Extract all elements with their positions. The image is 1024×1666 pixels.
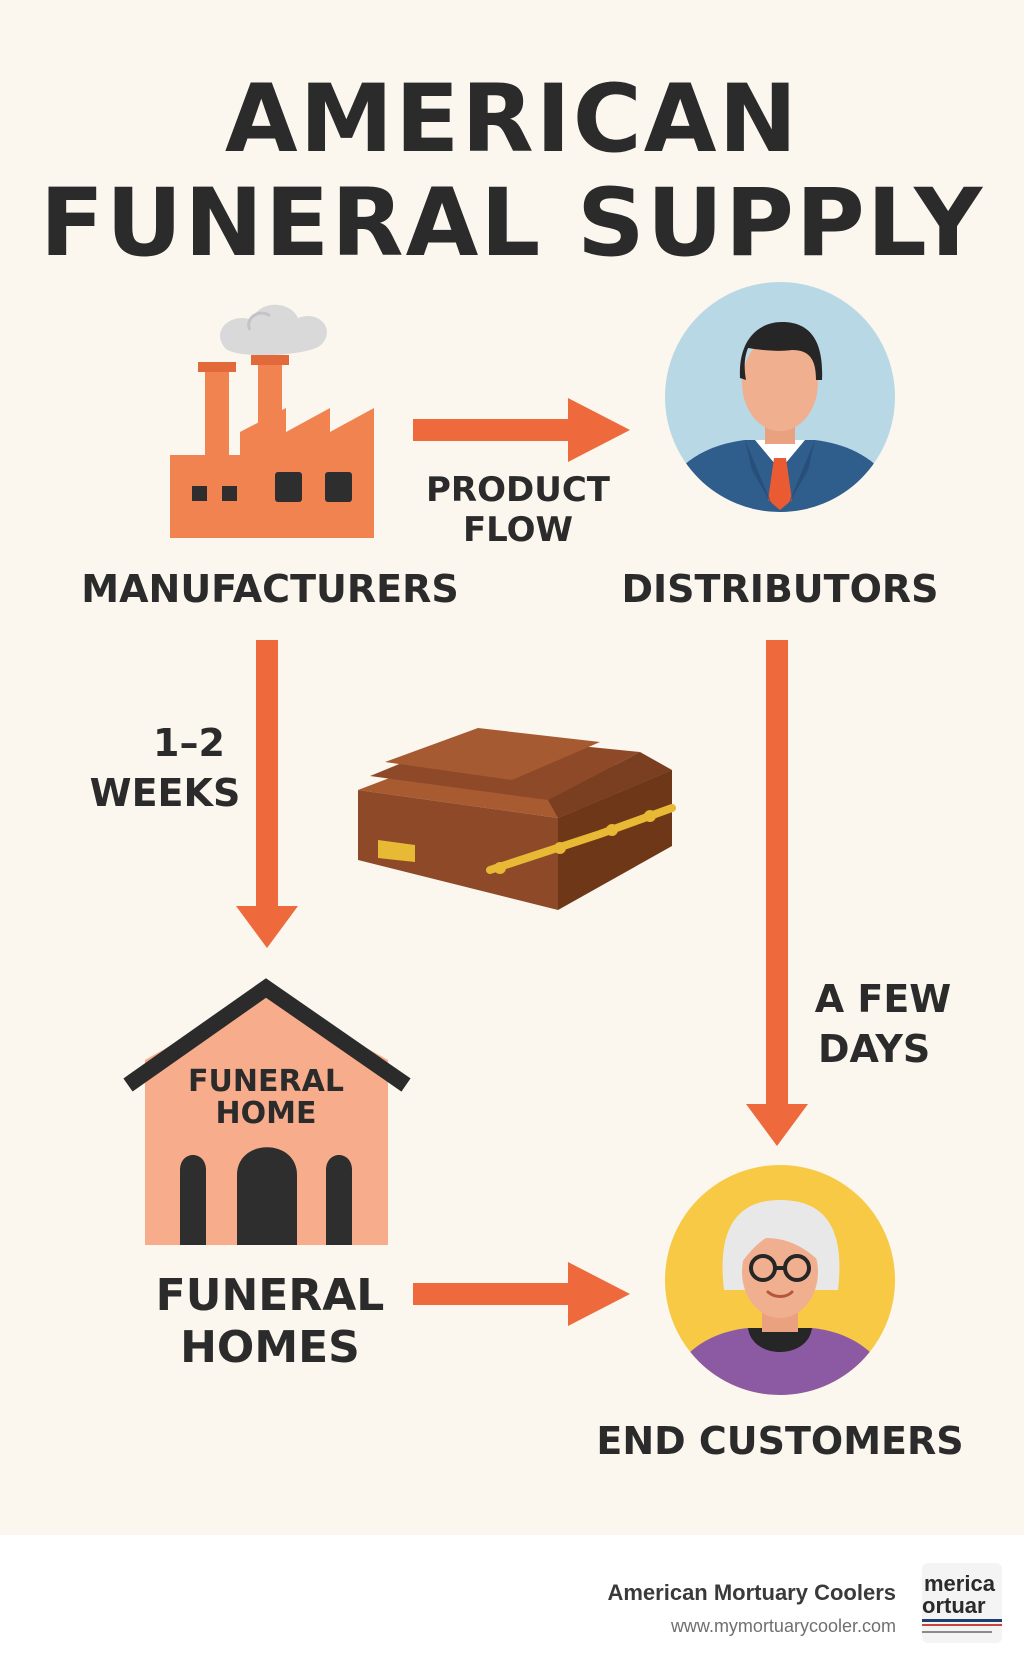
node-label-funeral-homes-line-1: FUNERAL — [155, 1270, 385, 1321]
node-label-funeral-homes: FUNERAL HOMES — [130, 1270, 410, 1374]
edge-label-weeks-line-1: 1–2 — [153, 721, 225, 765]
node-label-funeral-homes-line-2: HOMES — [180, 1322, 360, 1373]
funeral-home-sign: FUNERAL HOME — [176, 1066, 356, 1130]
arrow-distributors-to-end-customers — [746, 640, 808, 1146]
arrow-manufacturers-to-funeral-homes — [236, 640, 298, 948]
title-line-1: AMERICAN — [224, 65, 800, 174]
node-label-end-customers: END CUSTOMERS — [596, 1419, 964, 1463]
edge-label-product-flow-line-1: PRODUCT — [426, 470, 610, 510]
factory-icon — [170, 304, 374, 538]
footer: American Mortuary Coolers www.mymortuary… — [0, 1535, 1024, 1666]
edge-label-product-flow: PRODUCT FLOW — [418, 470, 618, 550]
distributor-avatar — [665, 282, 895, 512]
title-line-2: FUNERAL SUPPLY — [39, 169, 985, 278]
svg-text:ortuar: ortuar — [922, 1593, 986, 1618]
svg-text:merica: merica — [924, 1571, 996, 1596]
node-label-manufacturers: MANUFACTURERS — [81, 567, 459, 611]
edge-label-days-line-2: DAYS — [818, 1027, 931, 1071]
node-label-distributors: DISTRIBUTORS — [621, 567, 939, 611]
supply-chain-diagram — [123, 282, 895, 1395]
edge-label-weeks-line-2: WEEKS — [89, 771, 241, 815]
end-customer-avatar — [665, 1165, 895, 1395]
brand-logo-icon: merica ortuar — [922, 1563, 1002, 1643]
edge-label-weeks: 1–2 WEEKS — [80, 718, 250, 818]
edge-label-product-flow-line-2: FLOW — [462, 510, 574, 550]
footer-brand-url: www.mymortuarycooler.com — [670, 1616, 896, 1636]
funeral-home-sign-line-1: FUNERAL — [188, 1064, 344, 1099]
arrow-manufacturers-to-distributors — [413, 398, 630, 462]
funeral-home-building-icon — [123, 978, 411, 1245]
casket-icon — [358, 728, 676, 910]
edge-label-days-line-1: A FEW — [814, 977, 952, 1021]
arrow-funeral-homes-to-end-customers — [413, 1262, 630, 1326]
edge-label-days: A FEW DAYS — [808, 974, 958, 1074]
funeral-home-sign-line-2: HOME — [215, 1096, 317, 1131]
footer-brand-name: American Mortuary Coolers — [607, 1580, 896, 1605]
